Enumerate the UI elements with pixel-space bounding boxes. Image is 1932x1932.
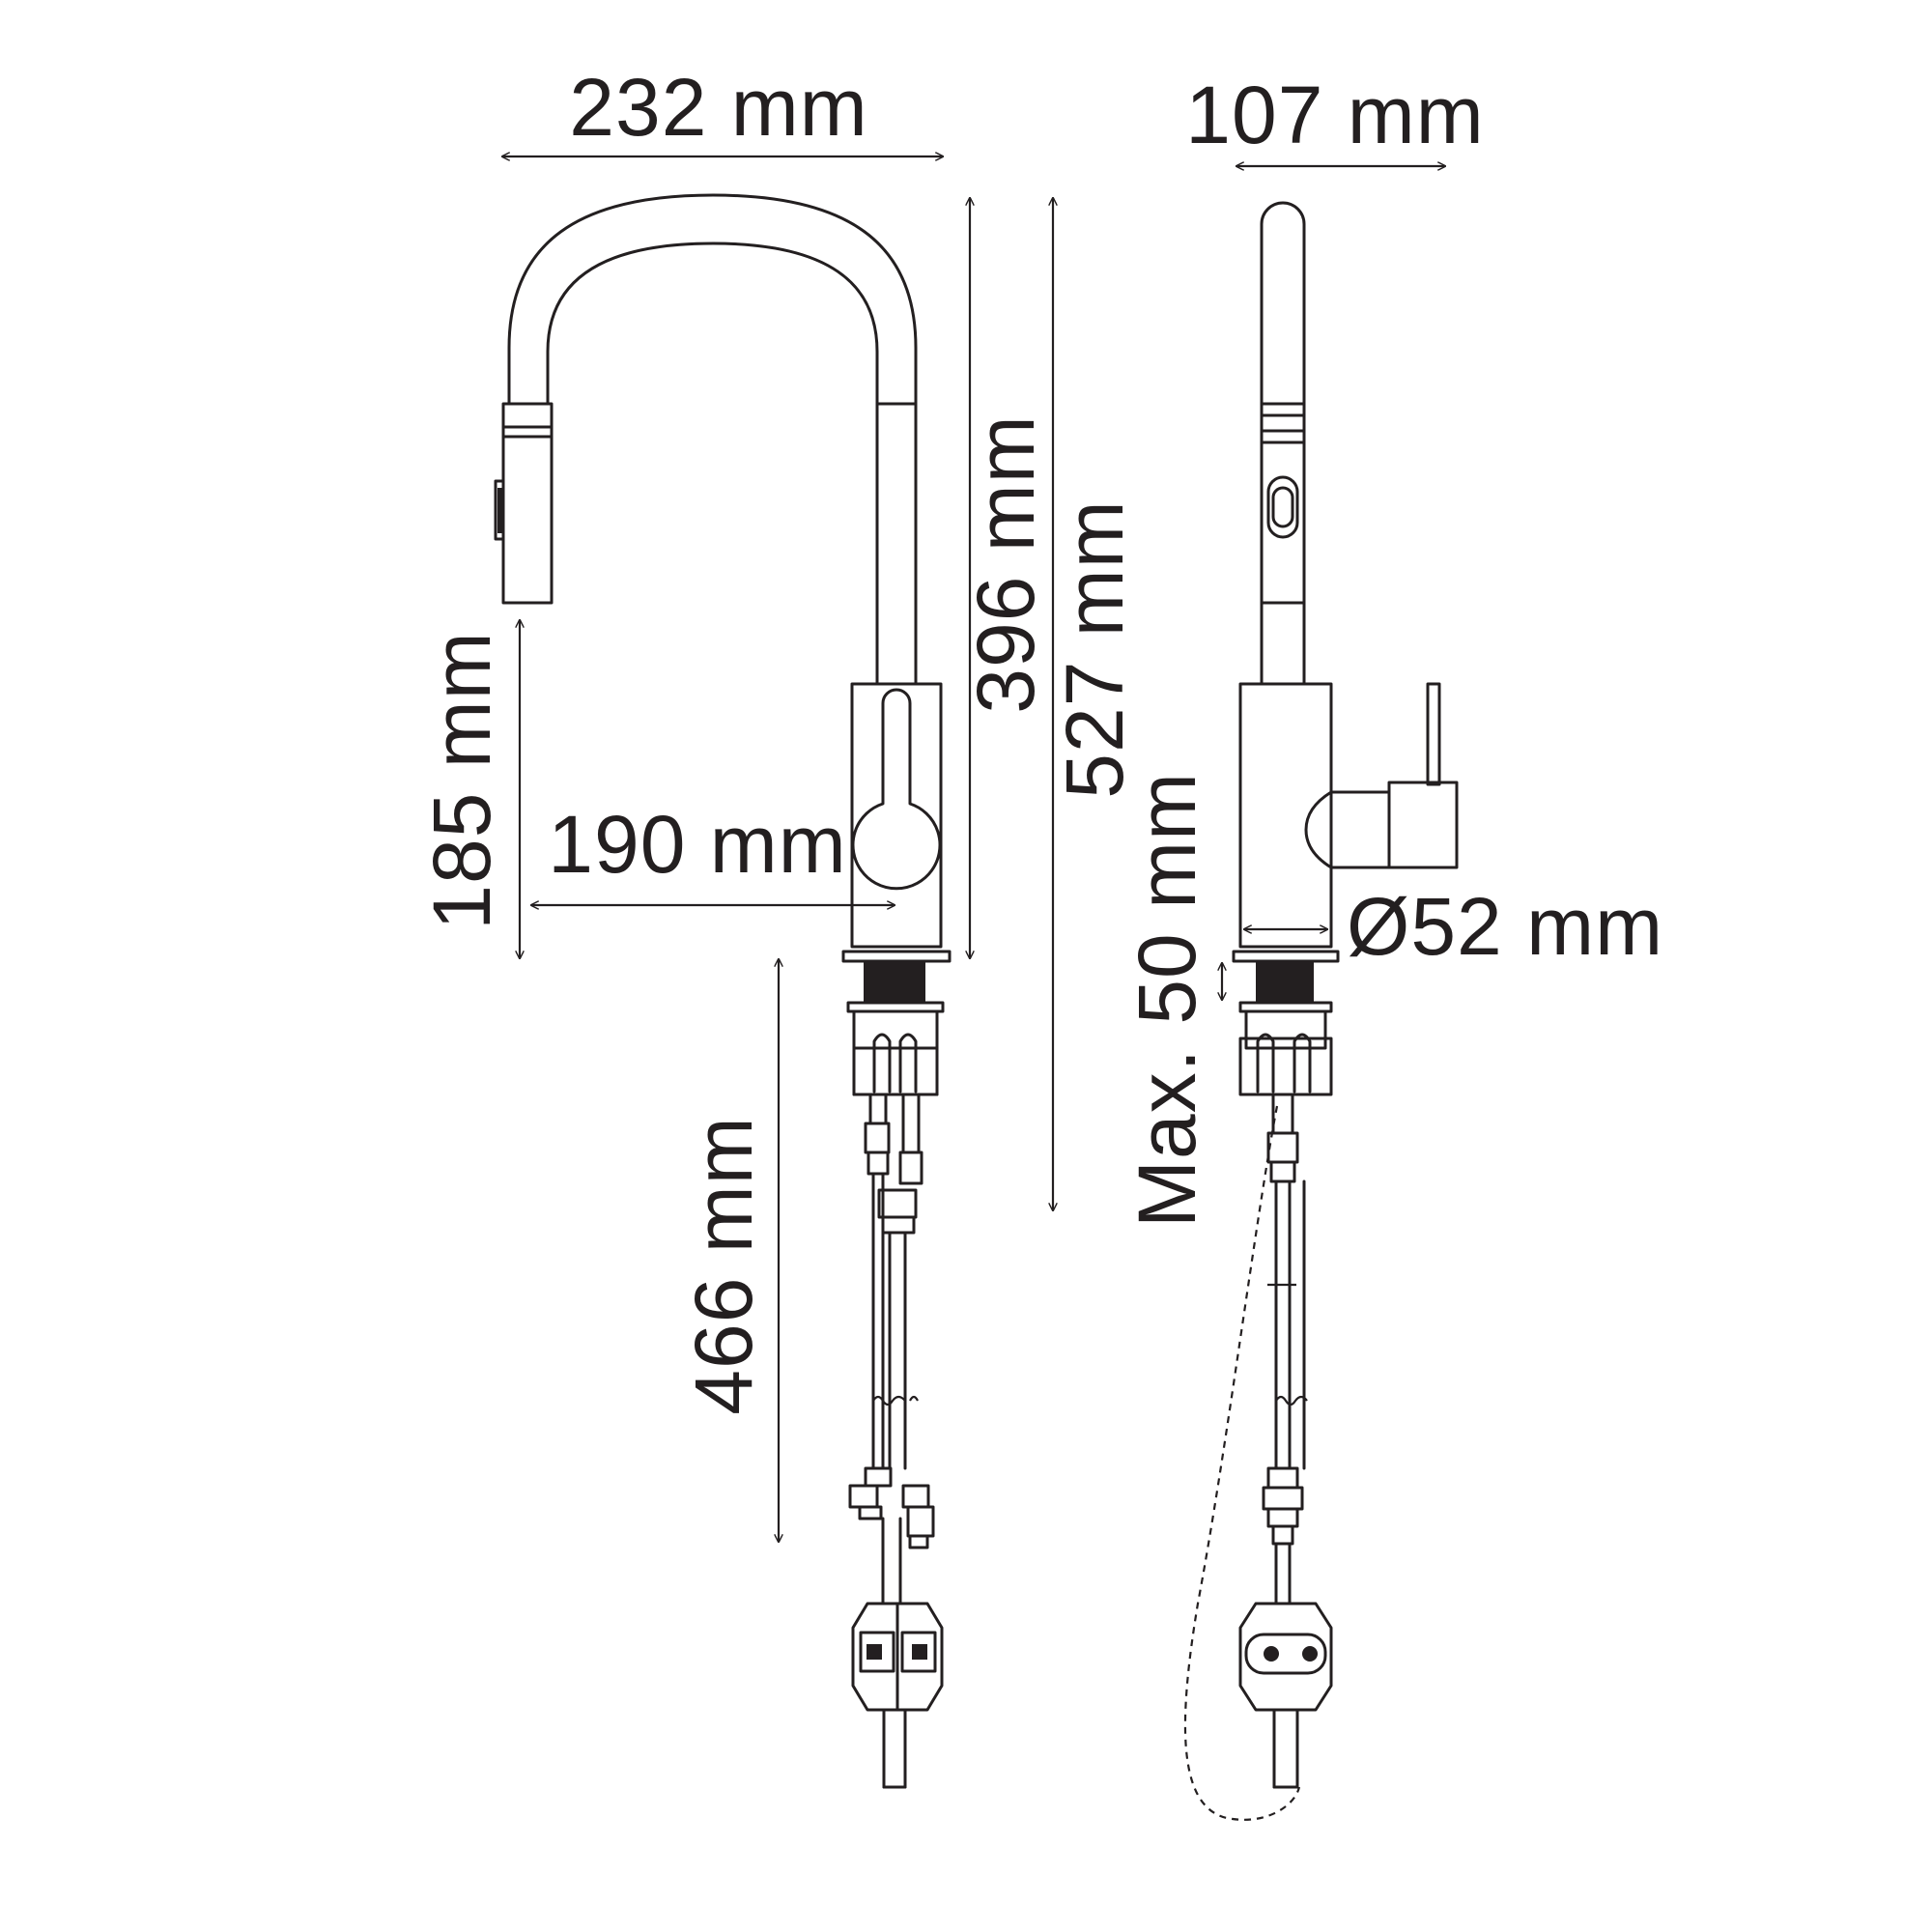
spray-head	[494, 402, 554, 605]
dim-total-height: 527 mm	[1049, 499, 1140, 798]
side-hose	[1262, 1093, 1308, 1605]
side-lever	[1304, 682, 1459, 869]
pull-out-hose-path	[1183, 1105, 1301, 1821]
dim-max-deck-thickness: Max. 50 mm	[1122, 772, 1212, 1228]
dim-handle-reach: 190 mm	[548, 799, 846, 890]
side-view	[1183, 201, 1459, 1821]
lever-handle	[851, 688, 942, 891]
dim-spout-clearance: 185 mm	[416, 631, 507, 929]
faucet-body	[850, 682, 943, 949]
dim-base-diameter: Ø52 mm	[1347, 881, 1663, 972]
dimension-lines	[502, 156, 1445, 1542]
dim-spout-reach: 232 mm	[569, 62, 867, 153]
side-body	[1238, 682, 1333, 949]
dim-body-height: 396 mm	[960, 414, 1051, 713]
front-view	[494, 193, 952, 1789]
spout-outer	[507, 193, 918, 686]
dim-side-depth: 107 mm	[1185, 70, 1484, 160]
spout-inner	[546, 242, 879, 686]
dimension-labels: 232 mm 107 mm 396 mm 527 mm 185 mm 190 m…	[416, 62, 1663, 1415]
side-counterweight	[1238, 1602, 1333, 1789]
deck-mount	[841, 950, 952, 1096]
side-spout	[1260, 201, 1306, 686]
supply-hoses	[848, 1093, 935, 1605]
side-spray-button	[1266, 475, 1299, 539]
side-deck-mount	[1232, 950, 1340, 1096]
dim-hose-length: 466 mm	[678, 1116, 769, 1414]
counterweight	[851, 1602, 944, 1789]
